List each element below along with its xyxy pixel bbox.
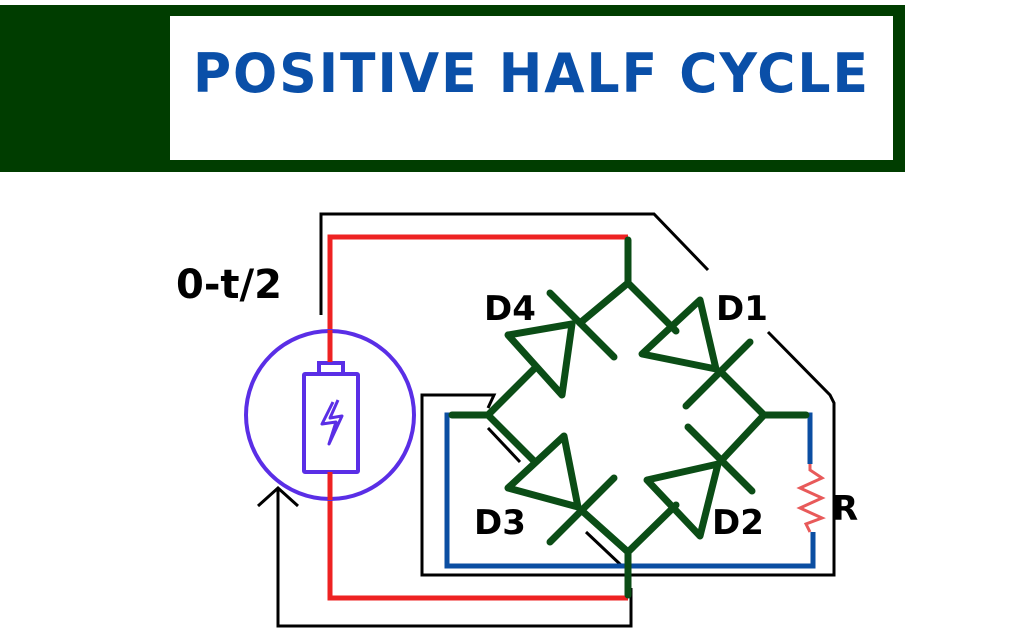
- header-box: POSITIVE HALF CYCLE: [170, 16, 893, 160]
- diode-d3: [484, 411, 632, 556]
- label-d2: D2: [712, 503, 764, 543]
- bolt-icon: [320, 399, 344, 446]
- diode-d2: [624, 411, 768, 556]
- current-path: [256, 212, 836, 628]
- label-d1: D1: [716, 289, 768, 329]
- diode-d4: [484, 279, 632, 419]
- output-wire: [444, 412, 816, 569]
- label-d4: D4: [484, 289, 536, 329]
- label-r: R: [832, 489, 858, 529]
- time-label: 0-t/2: [176, 262, 282, 308]
- label-d3: D3: [474, 503, 526, 543]
- page-title: POSITIVE HALF CYCLE: [192, 42, 871, 106]
- bridge: [448, 236, 810, 599]
- resistor-symbol: [796, 464, 826, 533]
- supply-wire: [327, 234, 628, 601]
- diode-d1: [624, 279, 768, 419]
